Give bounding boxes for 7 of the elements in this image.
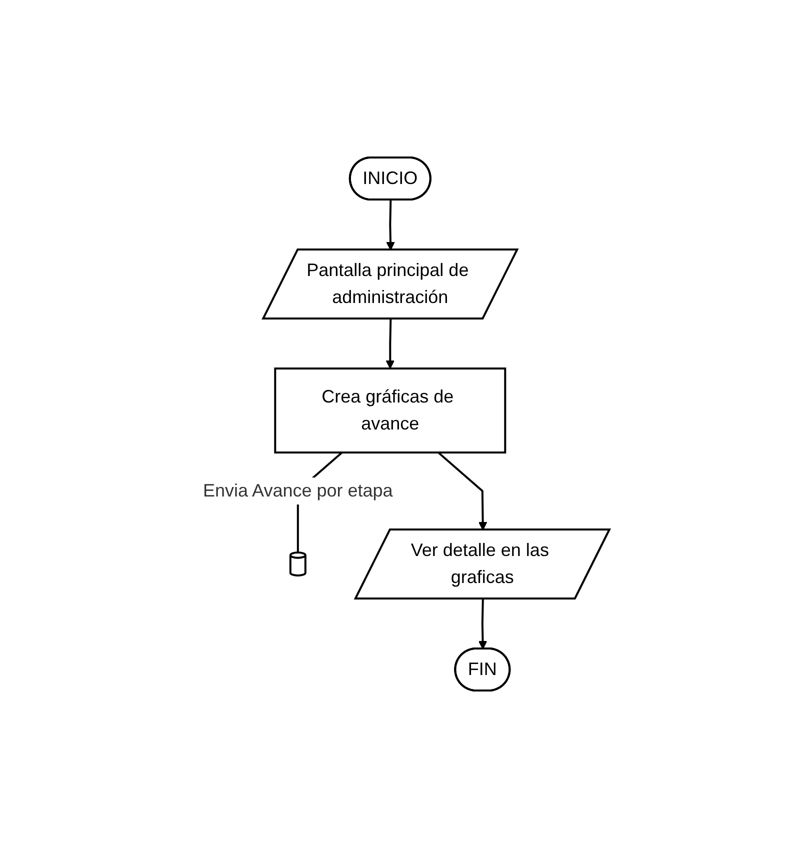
arrow: [386, 318, 394, 369]
node-cylinder: [289, 551, 306, 577]
edge-label: Envia Avance por etapa: [202, 480, 393, 500]
arrow: [478, 598, 487, 650]
node-box: Crea gráficas de avance: [274, 368, 506, 454]
arrow: [386, 200, 395, 250]
arrow: [437, 452, 487, 530]
